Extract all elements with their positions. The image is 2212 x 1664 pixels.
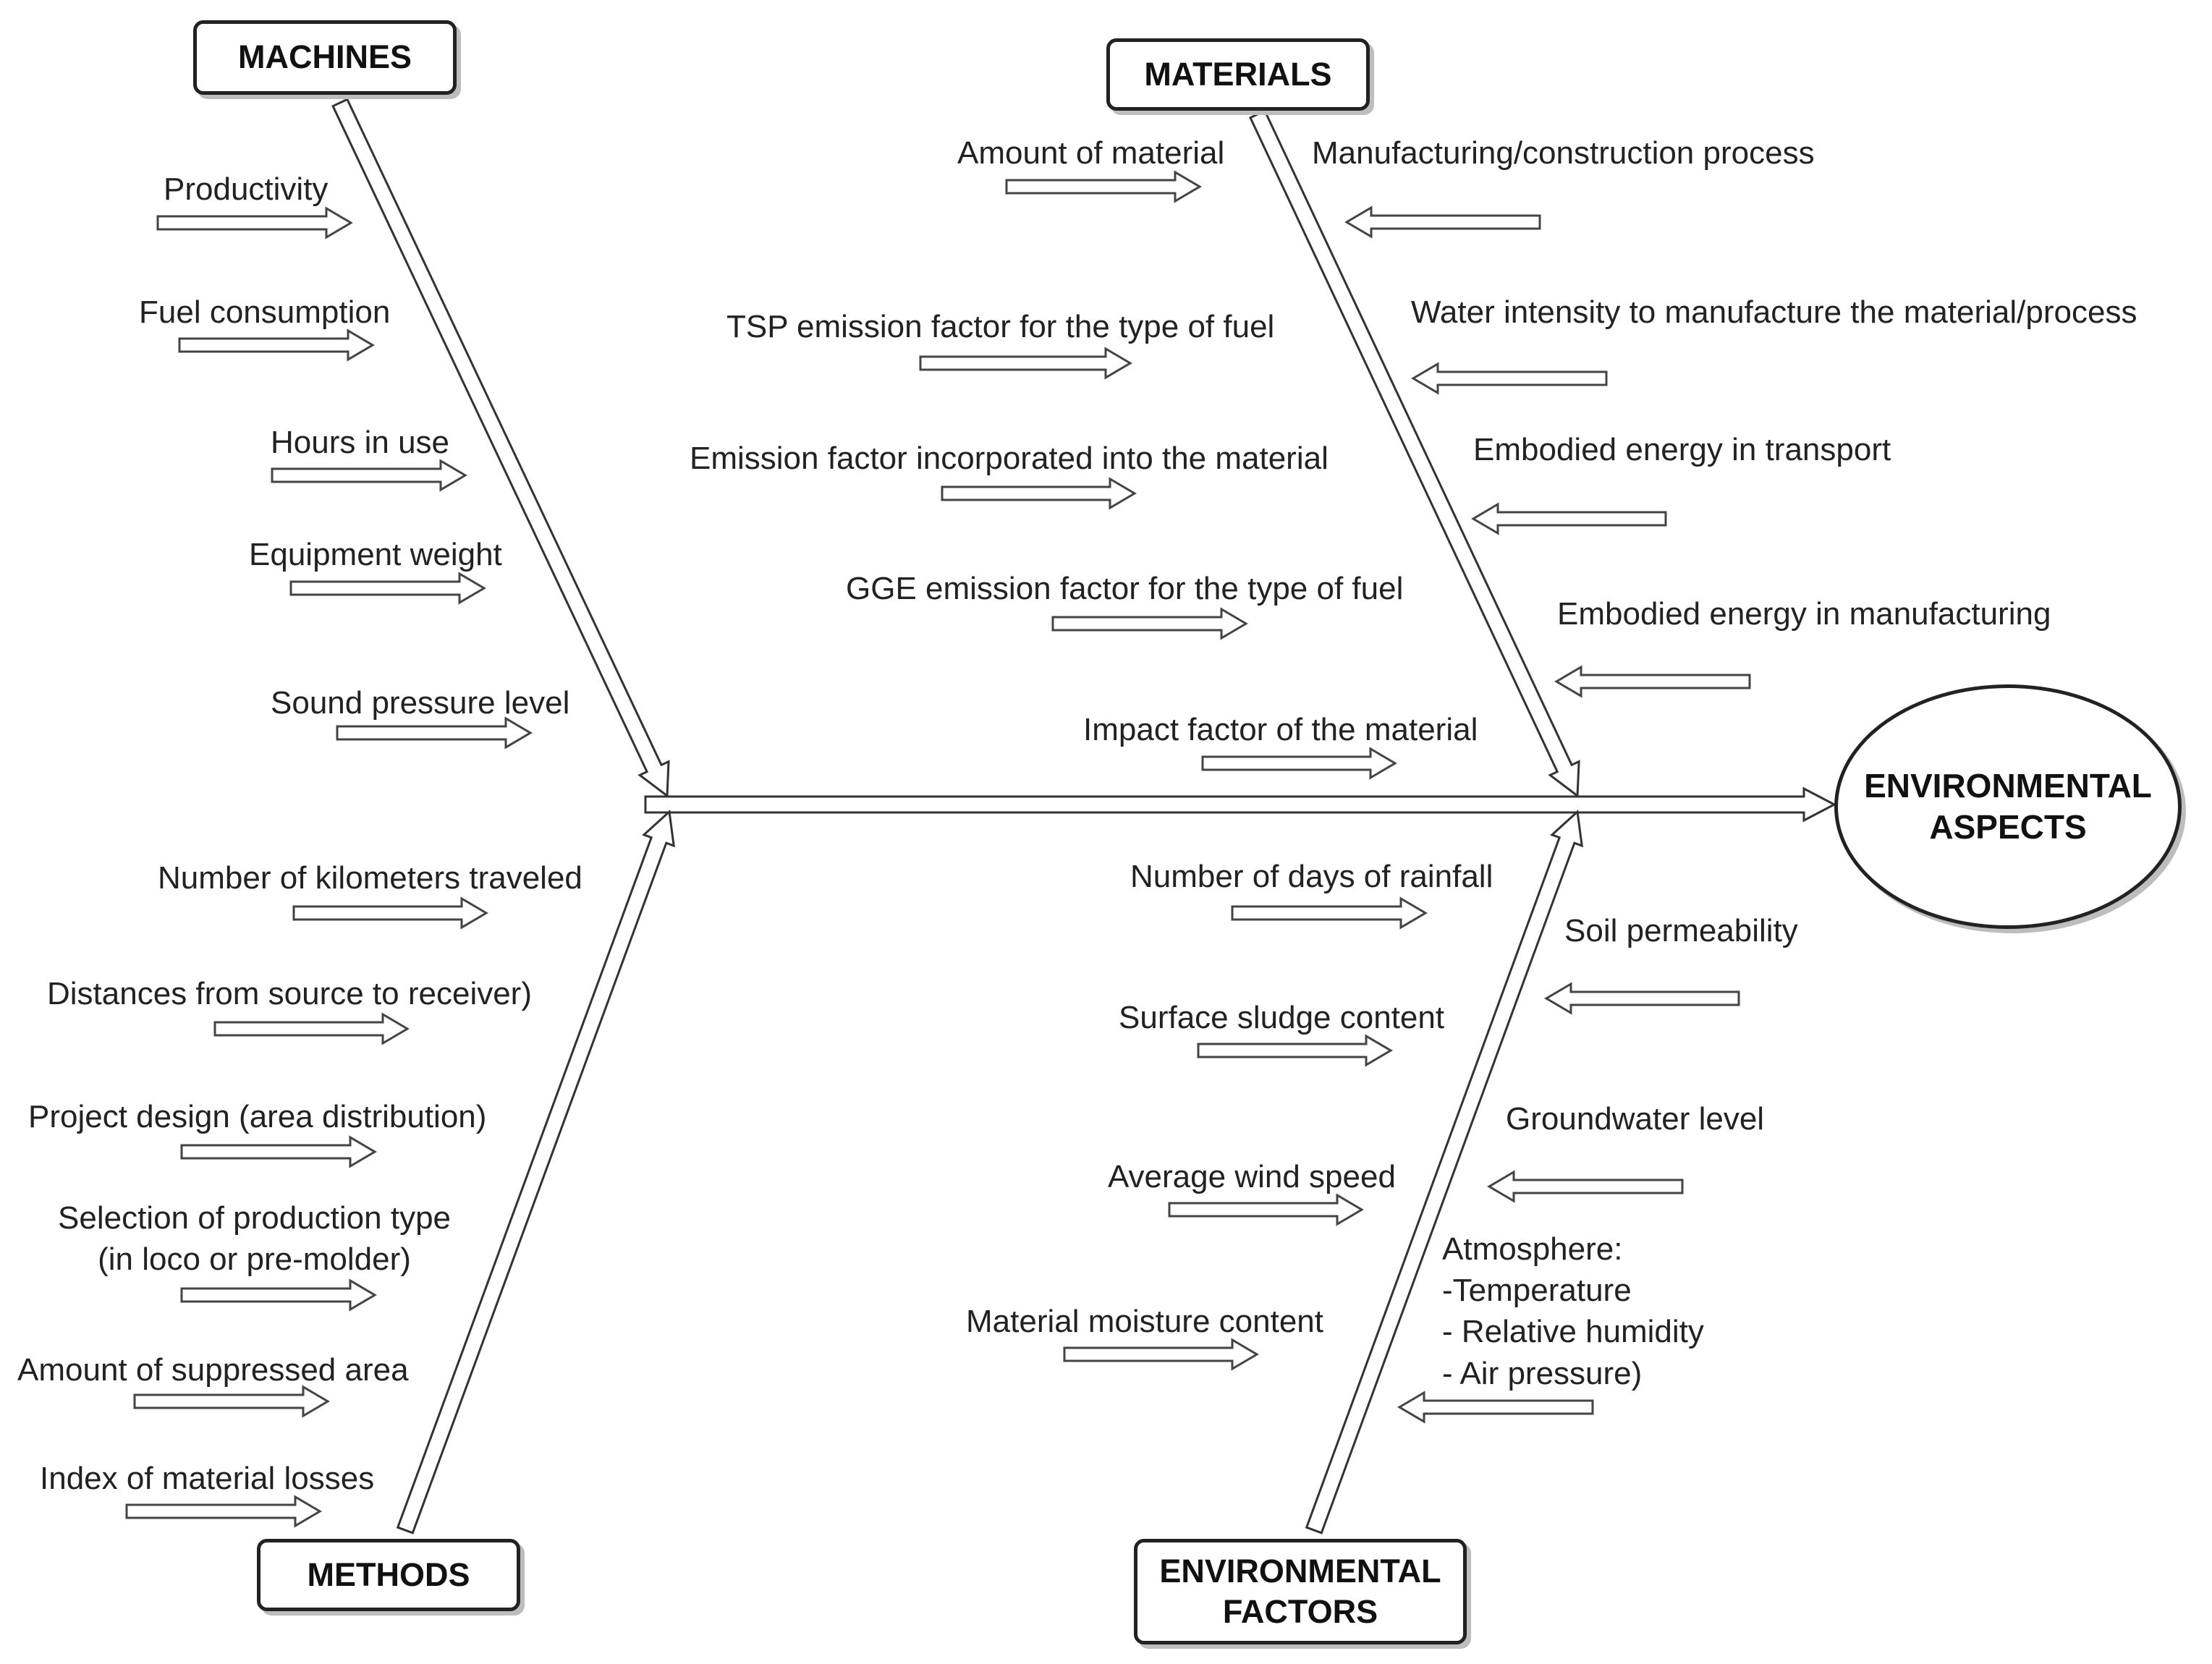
category-machines: MACHINES [193, 20, 457, 95]
manufacturing-process-cause-arrow [1344, 205, 1541, 239]
soil-permeability-cause-arrow [1544, 982, 1740, 1015]
cause-days-of-rainfall: Number of days of rainfall [1130, 859, 1493, 894]
cause-manufacturing-construction-process: Manufacturing/construction process [1312, 135, 1815, 171]
cause-distances-source-receiver: Distances from source to receiver) [47, 976, 532, 1011]
amount-of-material-cause-arrow [1005, 170, 1202, 203]
surface-sludge-cause-arrow [1197, 1034, 1393, 1067]
impact-factor-cause-arrow [1201, 747, 1397, 780]
suppressed-area-cause-arrow [133, 1385, 330, 1418]
cause-number-of-kilometers: Number of kilometers traveled [158, 860, 582, 896]
cause-selection-production-type: Selection of production type (in loco or… [58, 1200, 452, 1278]
cause-material-moisture-content: Material moisture content [966, 1304, 1323, 1339]
materials-bone-arrow [1249, 109, 1580, 798]
cause-impact-factor-of-material: Impact factor of the material [1083, 712, 1478, 747]
moisture-content-cause-arrow [1063, 1338, 1259, 1371]
project-design-cause-arrow [180, 1135, 377, 1168]
methods-bone-arrow [396, 809, 676, 1534]
cause-equipment-weight: Equipment weight [249, 537, 502, 572]
cause-soil-permeability: Soil permeability [1564, 913, 1798, 948]
cause-amount-suppressed-area: Amount of suppressed area [17, 1352, 409, 1388]
cause-embodied-energy-manufacturing: Embodied energy in manufacturing [1557, 596, 2051, 632]
cause-atmosphere: Atmosphere: -Temperature - Relative humi… [1442, 1231, 1704, 1391]
environmental-factors-bone-arrow [1305, 809, 1584, 1534]
cause-gge-emission-factor: GGE emission factor for the type of fuel [846, 571, 1404, 606]
cause-amount-of-material: Amount of material [957, 135, 1225, 171]
sound-pressure-level-cause-arrow [336, 716, 533, 750]
machines-bone-arrow [331, 98, 670, 798]
category-materials: MATERIALS [1106, 38, 1370, 111]
fuel-consumption-cause-arrow [178, 328, 375, 362]
cause-emission-factor-incorporated: Emission factor incorporated into the ma… [690, 441, 1329, 476]
cause-embodied-energy-transport: Embodied energy in transport [1473, 432, 1891, 467]
cause-water-intensity: Water intensity to manufacture the mater… [1411, 294, 2137, 330]
cause-sound-pressure-level: Sound pressure level [271, 685, 570, 721]
cause-average-wind-speed: Average wind speed [1108, 1159, 1396, 1194]
water-intensity-cause-arrow [1411, 362, 1608, 395]
cause-tsp-emission-factor: TSP emission factor for the type of fuel [726, 309, 1275, 344]
cause-surface-sludge-content: Surface sludge content [1119, 1000, 1445, 1035]
hours-in-use-cause-arrow [271, 459, 467, 492]
cause-index-material-losses: Index of material losses [40, 1461, 375, 1496]
cause-fuel-consumption: Fuel consumption [139, 294, 391, 330]
groundwater-level-cause-arrow [1487, 1170, 1684, 1203]
distances-cause-arrow [213, 1012, 410, 1045]
effect-environmental-aspects: ENVIRONMENTAL ASPECTS [1834, 684, 2182, 929]
days-of-rainfall-cause-arrow [1231, 896, 1428, 930]
emission-factor-incorporated-cause-arrow [941, 477, 1137, 510]
cause-groundwater-level: Groundwater level [1506, 1101, 1765, 1137]
arrows-layer [125, 98, 1837, 1534]
atmosphere-cause-arrow [1397, 1391, 1594, 1424]
material-losses-cause-arrow [125, 1495, 322, 1528]
gge-emission-factor-cause-arrow [1051, 607, 1248, 640]
wind-speed-cause-arrow [1168, 1193, 1364, 1226]
embodied-energy-manufacturing-cause-arrow [1554, 665, 1751, 698]
kilometers-traveled-cause-arrow [292, 896, 488, 930]
cause-productivity: Productivity [164, 171, 329, 207]
category-methods: METHODS [257, 1539, 520, 1611]
productivity-cause-arrow [156, 206, 353, 239]
tsp-emission-factor-cause-arrow [919, 347, 1132, 380]
selection-production-type-cause-arrow [180, 1278, 377, 1312]
cause-project-design: Project design (area distribution) [28, 1099, 487, 1134]
cause-hours-in-use: Hours in use [271, 425, 450, 460]
embodied-energy-transport-cause-arrow [1471, 502, 1667, 535]
category-environmental-factors: ENVIRONMENTAL FACTORS [1134, 1539, 1467, 1644]
equipment-weight-cause-arrow [289, 572, 486, 605]
spine-arrow [644, 786, 1837, 823]
